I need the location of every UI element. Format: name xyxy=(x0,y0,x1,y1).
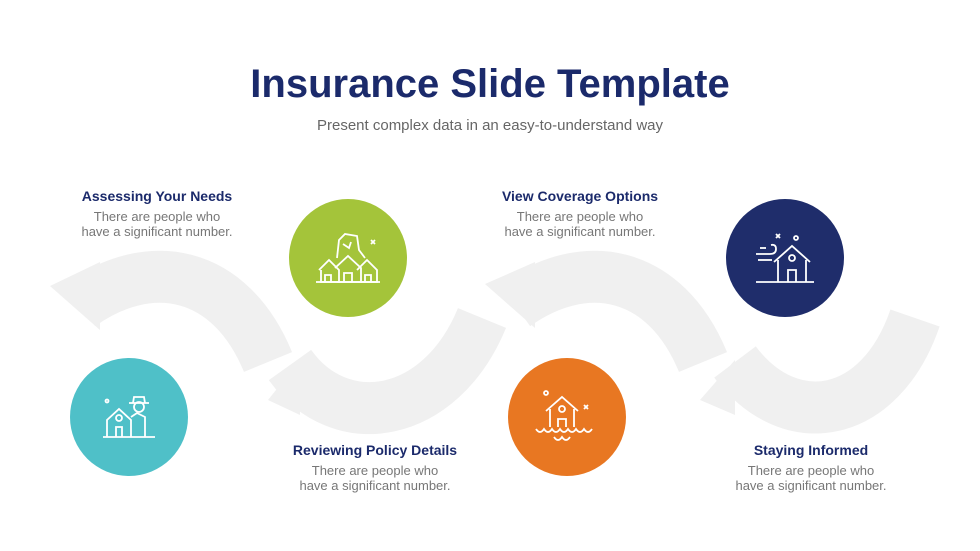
step-assessing-needs: Assessing Your Needs There are people wh… xyxy=(37,188,277,239)
wave-arrow-lower-1 xyxy=(268,307,507,434)
wave-arrow-upper-1 xyxy=(64,250,293,373)
landslide-houses-icon xyxy=(316,233,380,283)
step-1-circle xyxy=(70,358,188,476)
wave-arrow-lower-2 xyxy=(714,308,940,434)
description-line-2: have a significant number. xyxy=(81,224,233,239)
arrow-head-4 xyxy=(700,360,735,415)
step-3-circle xyxy=(508,358,626,476)
arrow-head-3 xyxy=(485,262,535,328)
description-line-2: have a significant number. xyxy=(299,478,451,493)
page-title: Insurance Slide Template xyxy=(250,62,730,106)
step-reviewing-policy: Reviewing Policy Details There are peopl… xyxy=(255,442,495,493)
arrow-head-2 xyxy=(268,360,300,415)
description-line-1: There are people who xyxy=(747,463,875,478)
step-2-circle xyxy=(289,199,407,317)
description-line-1: There are people who xyxy=(93,209,221,224)
arrow-head-1 xyxy=(50,262,100,330)
step-heading: View Coverage Options xyxy=(501,188,659,204)
page-subtitle: Present complex data in an easy-to-under… xyxy=(316,117,664,134)
wave-arrow-upper-2 xyxy=(499,250,728,373)
step-heading: Assessing Your Needs xyxy=(81,188,233,204)
step-heading: Staying Informed xyxy=(753,442,869,458)
step-4-circle xyxy=(726,199,844,317)
step-heading: Reviewing Policy Details xyxy=(292,442,458,458)
description-line-2: have a significant number. xyxy=(504,224,656,239)
windstorm-house-icon xyxy=(756,233,814,283)
step-view-coverage: View Coverage Options There are people w… xyxy=(460,188,700,239)
description-line-1: There are people who xyxy=(516,209,644,224)
house-farmer-icon xyxy=(103,396,155,438)
flooded-house-icon xyxy=(535,390,593,441)
description-line-1: There are people who xyxy=(311,463,439,478)
description-line-2: have a significant number. xyxy=(735,478,887,493)
